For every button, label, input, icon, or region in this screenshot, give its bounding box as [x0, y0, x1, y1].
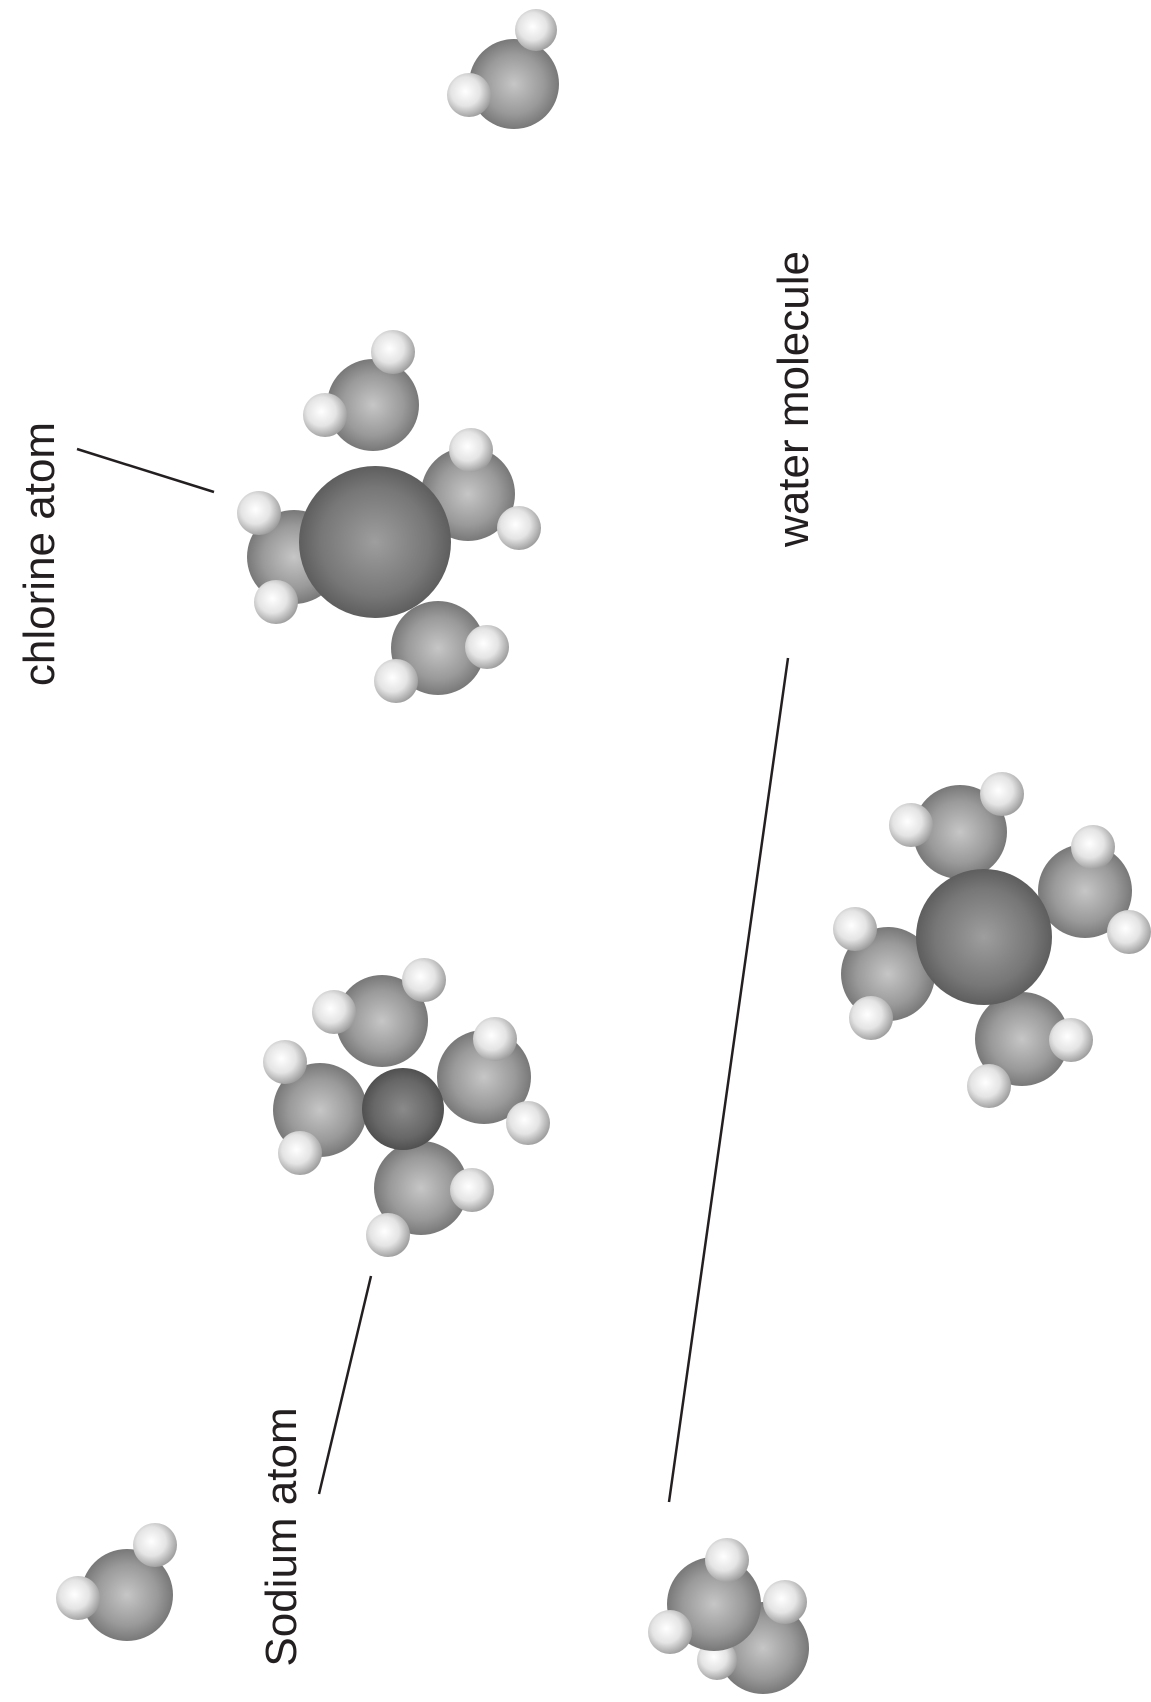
water-molecule	[312, 958, 446, 1067]
water-molecule	[1038, 825, 1151, 954]
water-molecule	[366, 1141, 494, 1257]
sodium-atom	[362, 1068, 444, 1150]
water-molecule	[833, 907, 935, 1040]
water-molecule	[263, 1040, 367, 1175]
ion-atom	[916, 869, 1052, 1005]
water-molecule	[374, 601, 509, 703]
sodium-leader-line	[317, 1275, 373, 1495]
water-label: water molecule	[769, 251, 818, 548]
sodium-hydration-cluster	[263, 958, 550, 1257]
water-molecule	[303, 330, 419, 451]
water-molecule	[447, 9, 559, 129]
water-molecule-pair	[648, 1538, 809, 1694]
chlorine-atom	[299, 466, 451, 618]
water-leader-line	[667, 657, 790, 1503]
water-molecule	[967, 992, 1093, 1108]
sodium-label: Sodium atom	[257, 1407, 306, 1666]
chlorine-label: chlorine atom	[15, 422, 64, 686]
water-molecule	[889, 772, 1024, 879]
water-molecule	[648, 1538, 761, 1654]
water-molecule	[437, 1017, 550, 1145]
chlorine-leader-line	[76, 447, 215, 494]
water-molecule	[56, 1523, 177, 1641]
chlorine-hydration-cluster	[237, 330, 541, 703]
ion-hydration-cluster	[833, 772, 1151, 1108]
